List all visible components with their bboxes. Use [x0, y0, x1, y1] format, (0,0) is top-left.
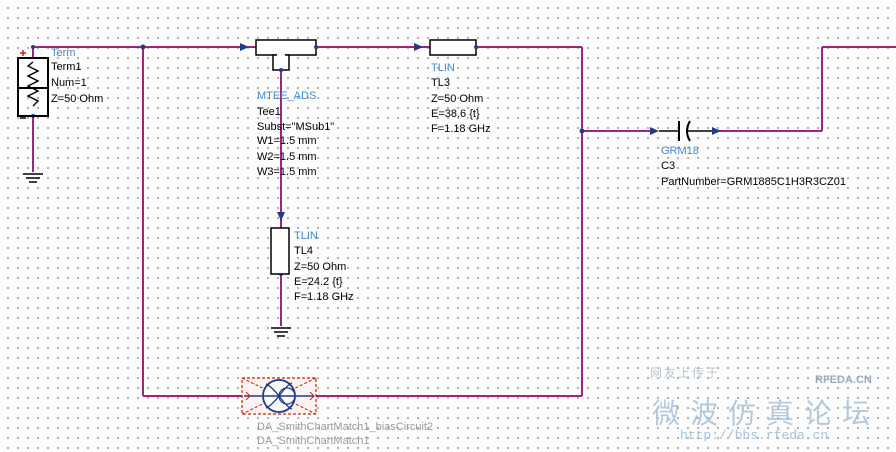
tl3-length-label: E=38.6 {t} — [431, 108, 480, 120]
tee-name-label: Tee1 — [257, 106, 281, 118]
c3-type-label: GRM18 — [661, 145, 699, 157]
resistor-icon — [26, 61, 40, 107]
term1-impedance-label: Z=50 Ohm — [51, 93, 104, 105]
capacitor-icon[interactable] — [650, 120, 721, 142]
tee-w3-label: W3=1.5 mm — [257, 166, 317, 178]
tl3-name-label: TL3 — [431, 77, 450, 89]
tl4-name-label: TL4 — [294, 245, 313, 257]
watermark-url: http://bbs.rfeda.cn — [680, 428, 829, 443]
tl3-type-label: TLIN — [431, 62, 455, 74]
transmission-line-icon[interactable] — [414, 39, 478, 56]
tl4-frequency-label: F=1.18 GHz — [294, 291, 354, 303]
watermark-uploader: 网友上传于 — [650, 366, 721, 380]
term1-name-label: Term1 — [51, 61, 82, 73]
tee-icon[interactable] — [240, 39, 318, 72]
junction-dot — [579, 128, 585, 134]
tl4-type-label: TLIN — [294, 230, 318, 242]
term1-type-label: Term — [51, 47, 76, 59]
term1-symbol[interactable] — [17, 45, 49, 119]
term1-num-label: Num=1 — [51, 77, 87, 89]
ground-icon — [23, 173, 43, 183]
tee-type-label: MTEE_ADS — [257, 90, 317, 102]
tee-subst-label: Subst="MSub1" — [257, 121, 335, 133]
smith-chart-icon[interactable] — [241, 377, 317, 415]
tee-w1-label: W1=1.5 mm — [257, 135, 317, 147]
junction-dot — [140, 44, 146, 50]
wires — [32, 46, 896, 397]
ground-icon — [271, 327, 291, 337]
watermark-brand: RFEDA.CN — [815, 374, 872, 386]
transmission-line-icon[interactable] — [270, 212, 290, 275]
c3-name-label: C3 — [661, 160, 676, 172]
smith-name-label: DA_SmithChartMatch1 — [257, 435, 370, 447]
c3-part-number-label: PartNumber=GRM1885C1H3R3CZ01 — [661, 176, 846, 188]
tee-w2-label: W2=1.5 mm — [257, 151, 317, 163]
tl3-frequency-label: F=1.18 GHz — [431, 123, 491, 135]
tl3-impedance-label: Z=50 Ohm — [431, 93, 484, 105]
tl4-impedance-label: Z=50 Ohm — [294, 261, 347, 273]
smith-instance-label: DA_SmithChartMatch1_biasCircuit2 — [257, 421, 434, 433]
watermark-forum-name: 微波仿真论坛 — [652, 397, 881, 430]
tl4-length-label: E=24.2 {t} — [294, 276, 343, 288]
